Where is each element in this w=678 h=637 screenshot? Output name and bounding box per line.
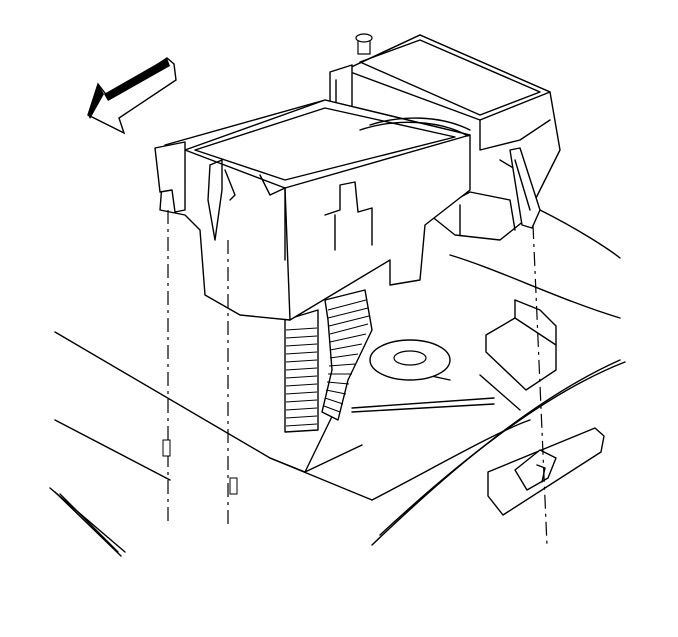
grommet <box>369 339 451 381</box>
wiring-harness <box>284 289 373 433</box>
electrical-center-box <box>154 99 471 321</box>
lower-clip <box>487 427 605 516</box>
direction-arrow-icon <box>87 57 177 135</box>
alignment-lines <box>162 210 548 546</box>
vehicle-body-lines <box>49 209 626 557</box>
retaining-clip <box>509 147 541 229</box>
mounting-bracket <box>485 299 557 391</box>
